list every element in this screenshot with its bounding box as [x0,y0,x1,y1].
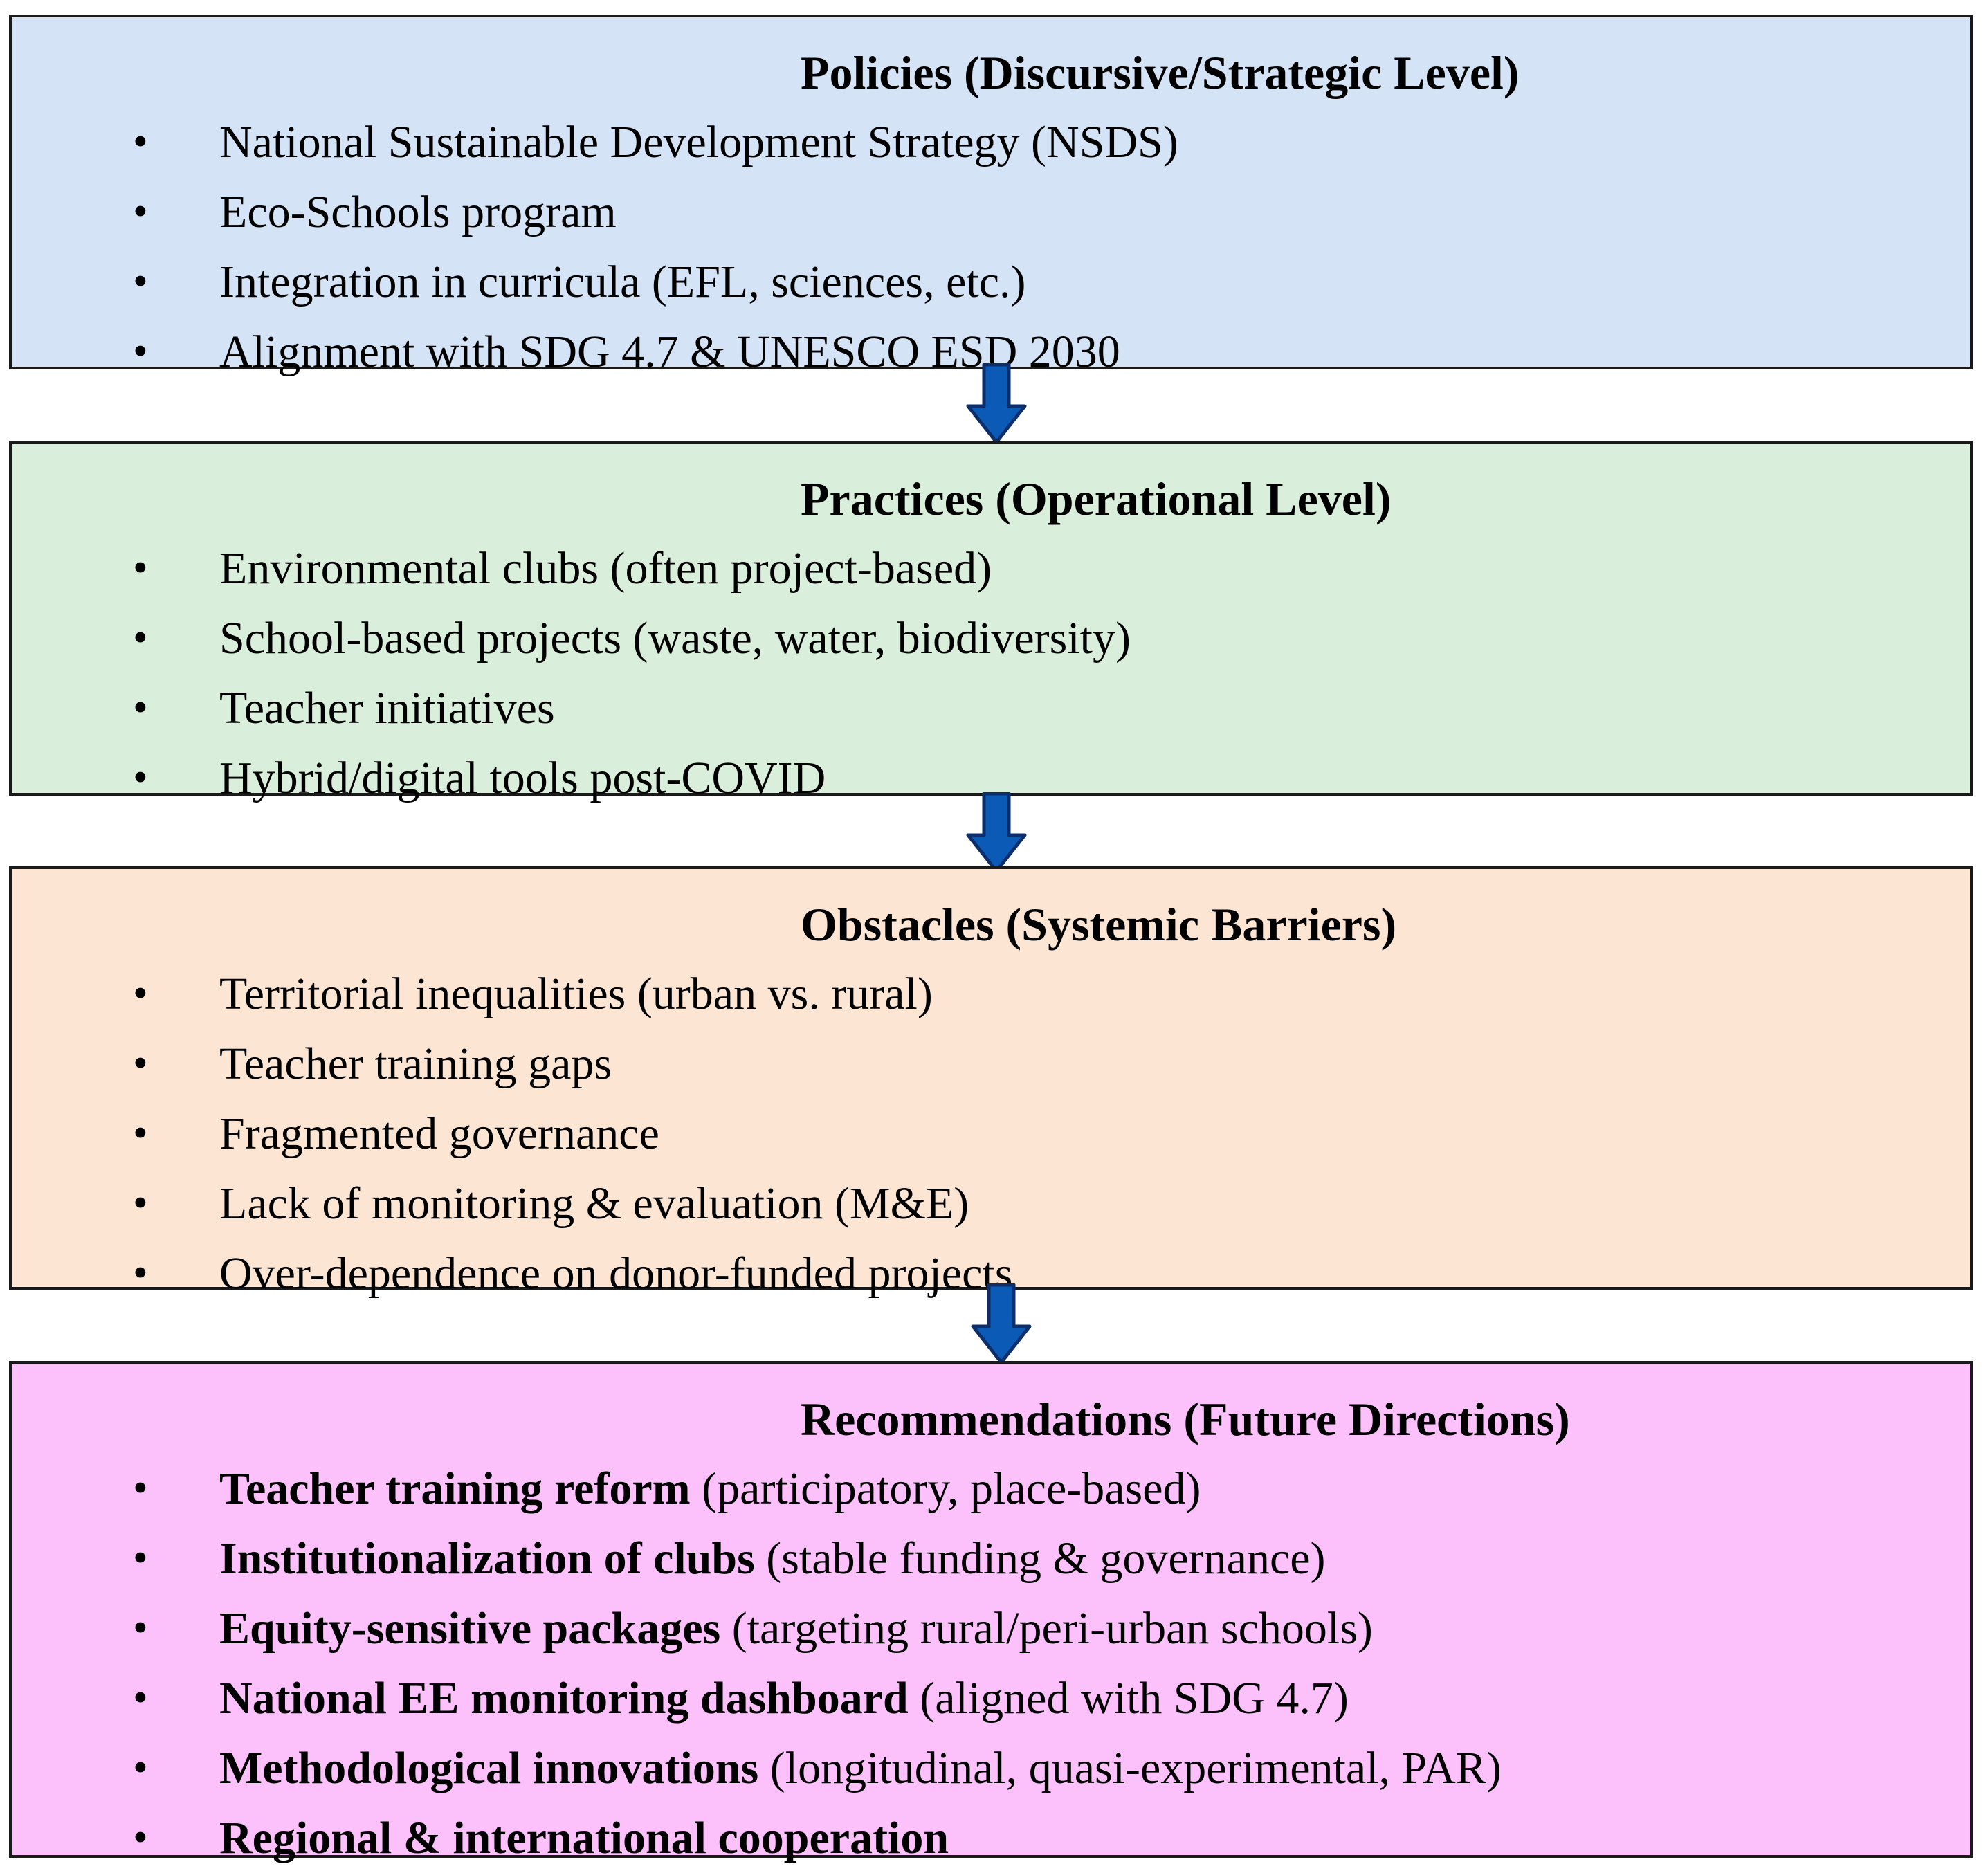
obstacles-list: •Territorial inequalities (urban vs. rur… [12,959,1970,1308]
arrow-shape [966,792,1027,873]
bullet-icon: • [133,258,148,305]
bullet-icon: • [133,614,148,661]
recommendations-title: Recommendations (Future Directions) [801,1393,1570,1445]
obstacles-title: Obstacles (Systemic Barriers) [801,898,1397,951]
list-item: •Environmental clubs (often project-base… [12,533,1970,603]
practices-box: Practices (Operational Level) •Environme… [9,441,1973,803]
down-arrow-icon [966,363,1027,444]
list-item: •National Sustainable Development Strate… [12,107,1970,177]
list-item: •Regional & international cooperation [12,1803,1970,1873]
policies-list: •National Sustainable Development Strate… [12,107,1970,387]
list-item: •Teacher initiatives [12,673,1970,743]
list-item: •Teacher training gaps [12,1029,1970,1099]
bullet-icon: • [133,1674,148,1721]
list-item: •Fragmented governance [12,1099,1970,1169]
list-item: •School-based projects (waste, water, bi… [12,603,1970,673]
down-arrow-icon [966,792,1027,873]
bullet-icon: • [133,1744,148,1791]
list-item: •Alignment with SDG 4.7 & UNESCO ESD 203… [12,317,1970,387]
list-item: •Integration in curricula (EFL, sciences… [12,247,1970,317]
bullet-icon: • [133,328,148,375]
list-item: •Over-dependence on donor-funded project… [12,1239,1970,1308]
bullet-icon: • [133,1465,148,1512]
list-item: •Methodological innovations (longitudina… [12,1733,1970,1803]
list-item: •Institutionalization of clubs (stable f… [12,1524,1970,1593]
bullet-icon: • [133,970,148,1017]
bullet-icon: • [133,118,148,165]
practices-list: •Environmental clubs (often project-base… [12,533,1970,813]
arrow-shape [966,363,1027,444]
arrow-shape [971,1283,1032,1364]
list-item: •Eco-Schools program [12,177,1970,247]
list-item: •National EE monitoring dashboard (align… [12,1663,1970,1733]
down-arrow-icon [971,1283,1032,1364]
bullet-icon: • [133,1110,148,1157]
recommendations-list: •Teacher training reform (participatory,… [12,1454,1970,1873]
recommendations-box: Recommendations (Future Directions) •Tea… [9,1361,1973,1863]
obstacles-box: Obstacles (Systemic Barriers) •Territori… [9,866,1973,1299]
list-item: •Teacher training reform (participatory,… [12,1454,1970,1524]
list-item: •Hybrid/digital tools post-COVID [12,743,1970,813]
bullet-icon: • [133,545,148,592]
bullet-icon: • [133,1814,148,1861]
list-item: •Equity-sensitive packages (targeting ru… [12,1593,1970,1663]
bullet-icon: • [133,1180,148,1227]
practices-title: Practices (Operational Level) [801,473,1392,525]
bullet-icon: • [133,188,148,235]
bullet-icon: • [133,1040,148,1087]
bullet-icon: • [133,1250,148,1297]
policies-box: Policies (Discursive/Strategic Level) •N… [9,15,1973,377]
bullet-icon: • [133,1605,148,1652]
bullet-icon: • [133,754,148,801]
list-item: •Lack of monitoring & evaluation (M&E) [12,1169,1970,1239]
bullet-icon: • [133,1535,148,1582]
bullet-icon: • [133,684,148,731]
list-item: •Territorial inequalities (urban vs. rur… [12,959,1970,1029]
policies-title: Policies (Discursive/Strategic Level) [801,46,1520,99]
